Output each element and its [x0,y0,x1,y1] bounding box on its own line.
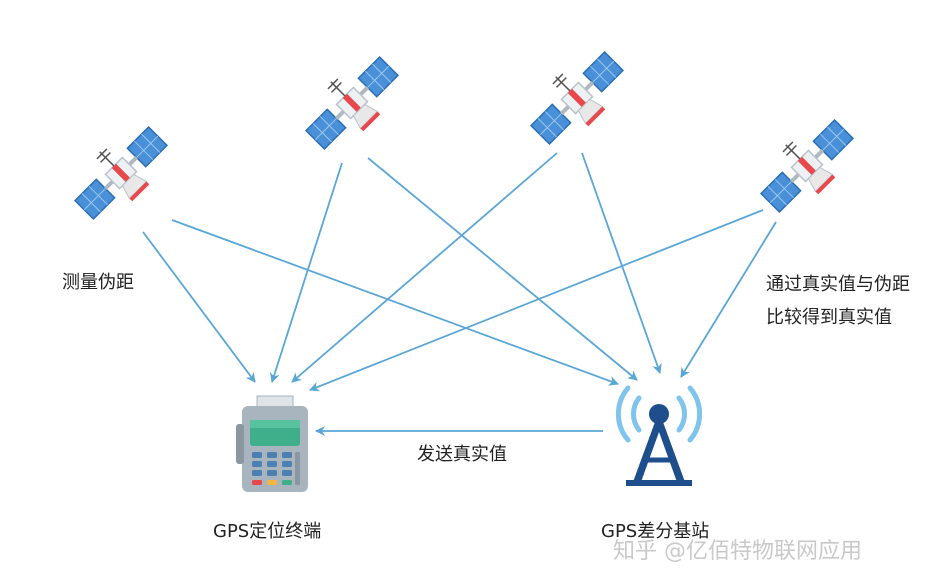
arrow-sat1-terminal [142,231,256,383]
label-gps-terminal: GPS定位终端 [213,521,322,542]
arrow-sat4-basestation [680,221,777,378]
arrow-sat2-basestation [367,157,638,381]
label-measure-pseudorange: 测量伪距 [62,272,134,293]
satellite-4-icon [760,119,854,213]
arrow-sat4-terminal [309,209,764,392]
watermark: 知乎 @亿佰特物联网应用 [613,539,862,564]
gps-base-station-icon [615,385,703,486]
gps-terminal-icon [236,395,308,492]
satellite-3-icon [530,51,624,145]
signal-arrows [142,152,777,436]
arrow-sat3-terminal [291,152,558,383]
label-gps-base-station: GPS差分基站 [601,521,710,542]
label-compare-line1: 通过真实值与伪距 [766,274,910,295]
satellite-1-icon [74,126,168,220]
label-send-true-value: 发送真实值 [417,444,507,465]
arrow-sat3-basestation [581,152,662,374]
arrow-sat2-terminal [269,162,343,383]
satellite-2-icon [305,56,399,150]
label-compare-line2: 比较得到真实值 [766,307,892,328]
arrow-sat1-basestation [171,219,619,386]
